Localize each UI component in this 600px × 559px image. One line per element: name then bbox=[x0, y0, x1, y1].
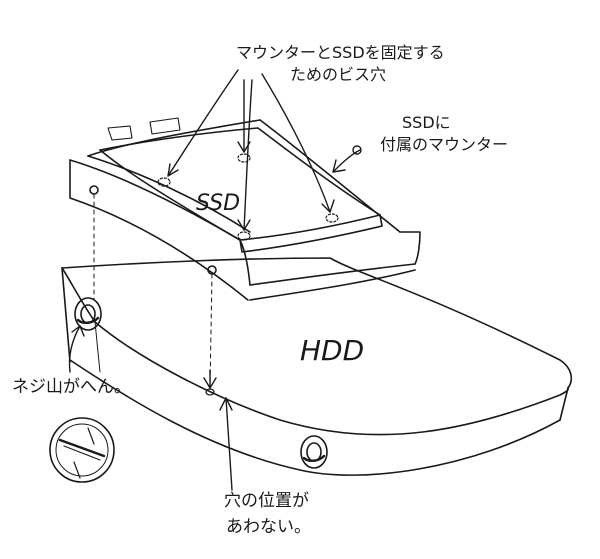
label-ssd-mounter-line2: 付属のマウンター bbox=[380, 135, 508, 154]
label-hdd: HDD bbox=[300, 334, 364, 367]
label-screw-head: ネジ山がへん。 bbox=[12, 377, 131, 397]
label-ssd-mounter-line1: SSDに bbox=[402, 113, 451, 132]
label-ssd: SSD bbox=[196, 191, 240, 216]
label-hole-line2: あわない。 bbox=[226, 517, 311, 537]
callout-arrows bbox=[69, 70, 361, 490]
hdd-screw-left bbox=[75, 298, 101, 330]
alignment-lines bbox=[94, 194, 212, 388]
label-mounter-screws-line1: マウンターとSSDを固定する bbox=[236, 43, 445, 62]
label-mounter-screws-line2: ためのビス穴 bbox=[290, 65, 386, 84]
label-hole-line1: 穴の位置が bbox=[224, 491, 309, 511]
hdd-screw-right bbox=[301, 436, 327, 468]
screw-head-detail bbox=[50, 418, 114, 482]
